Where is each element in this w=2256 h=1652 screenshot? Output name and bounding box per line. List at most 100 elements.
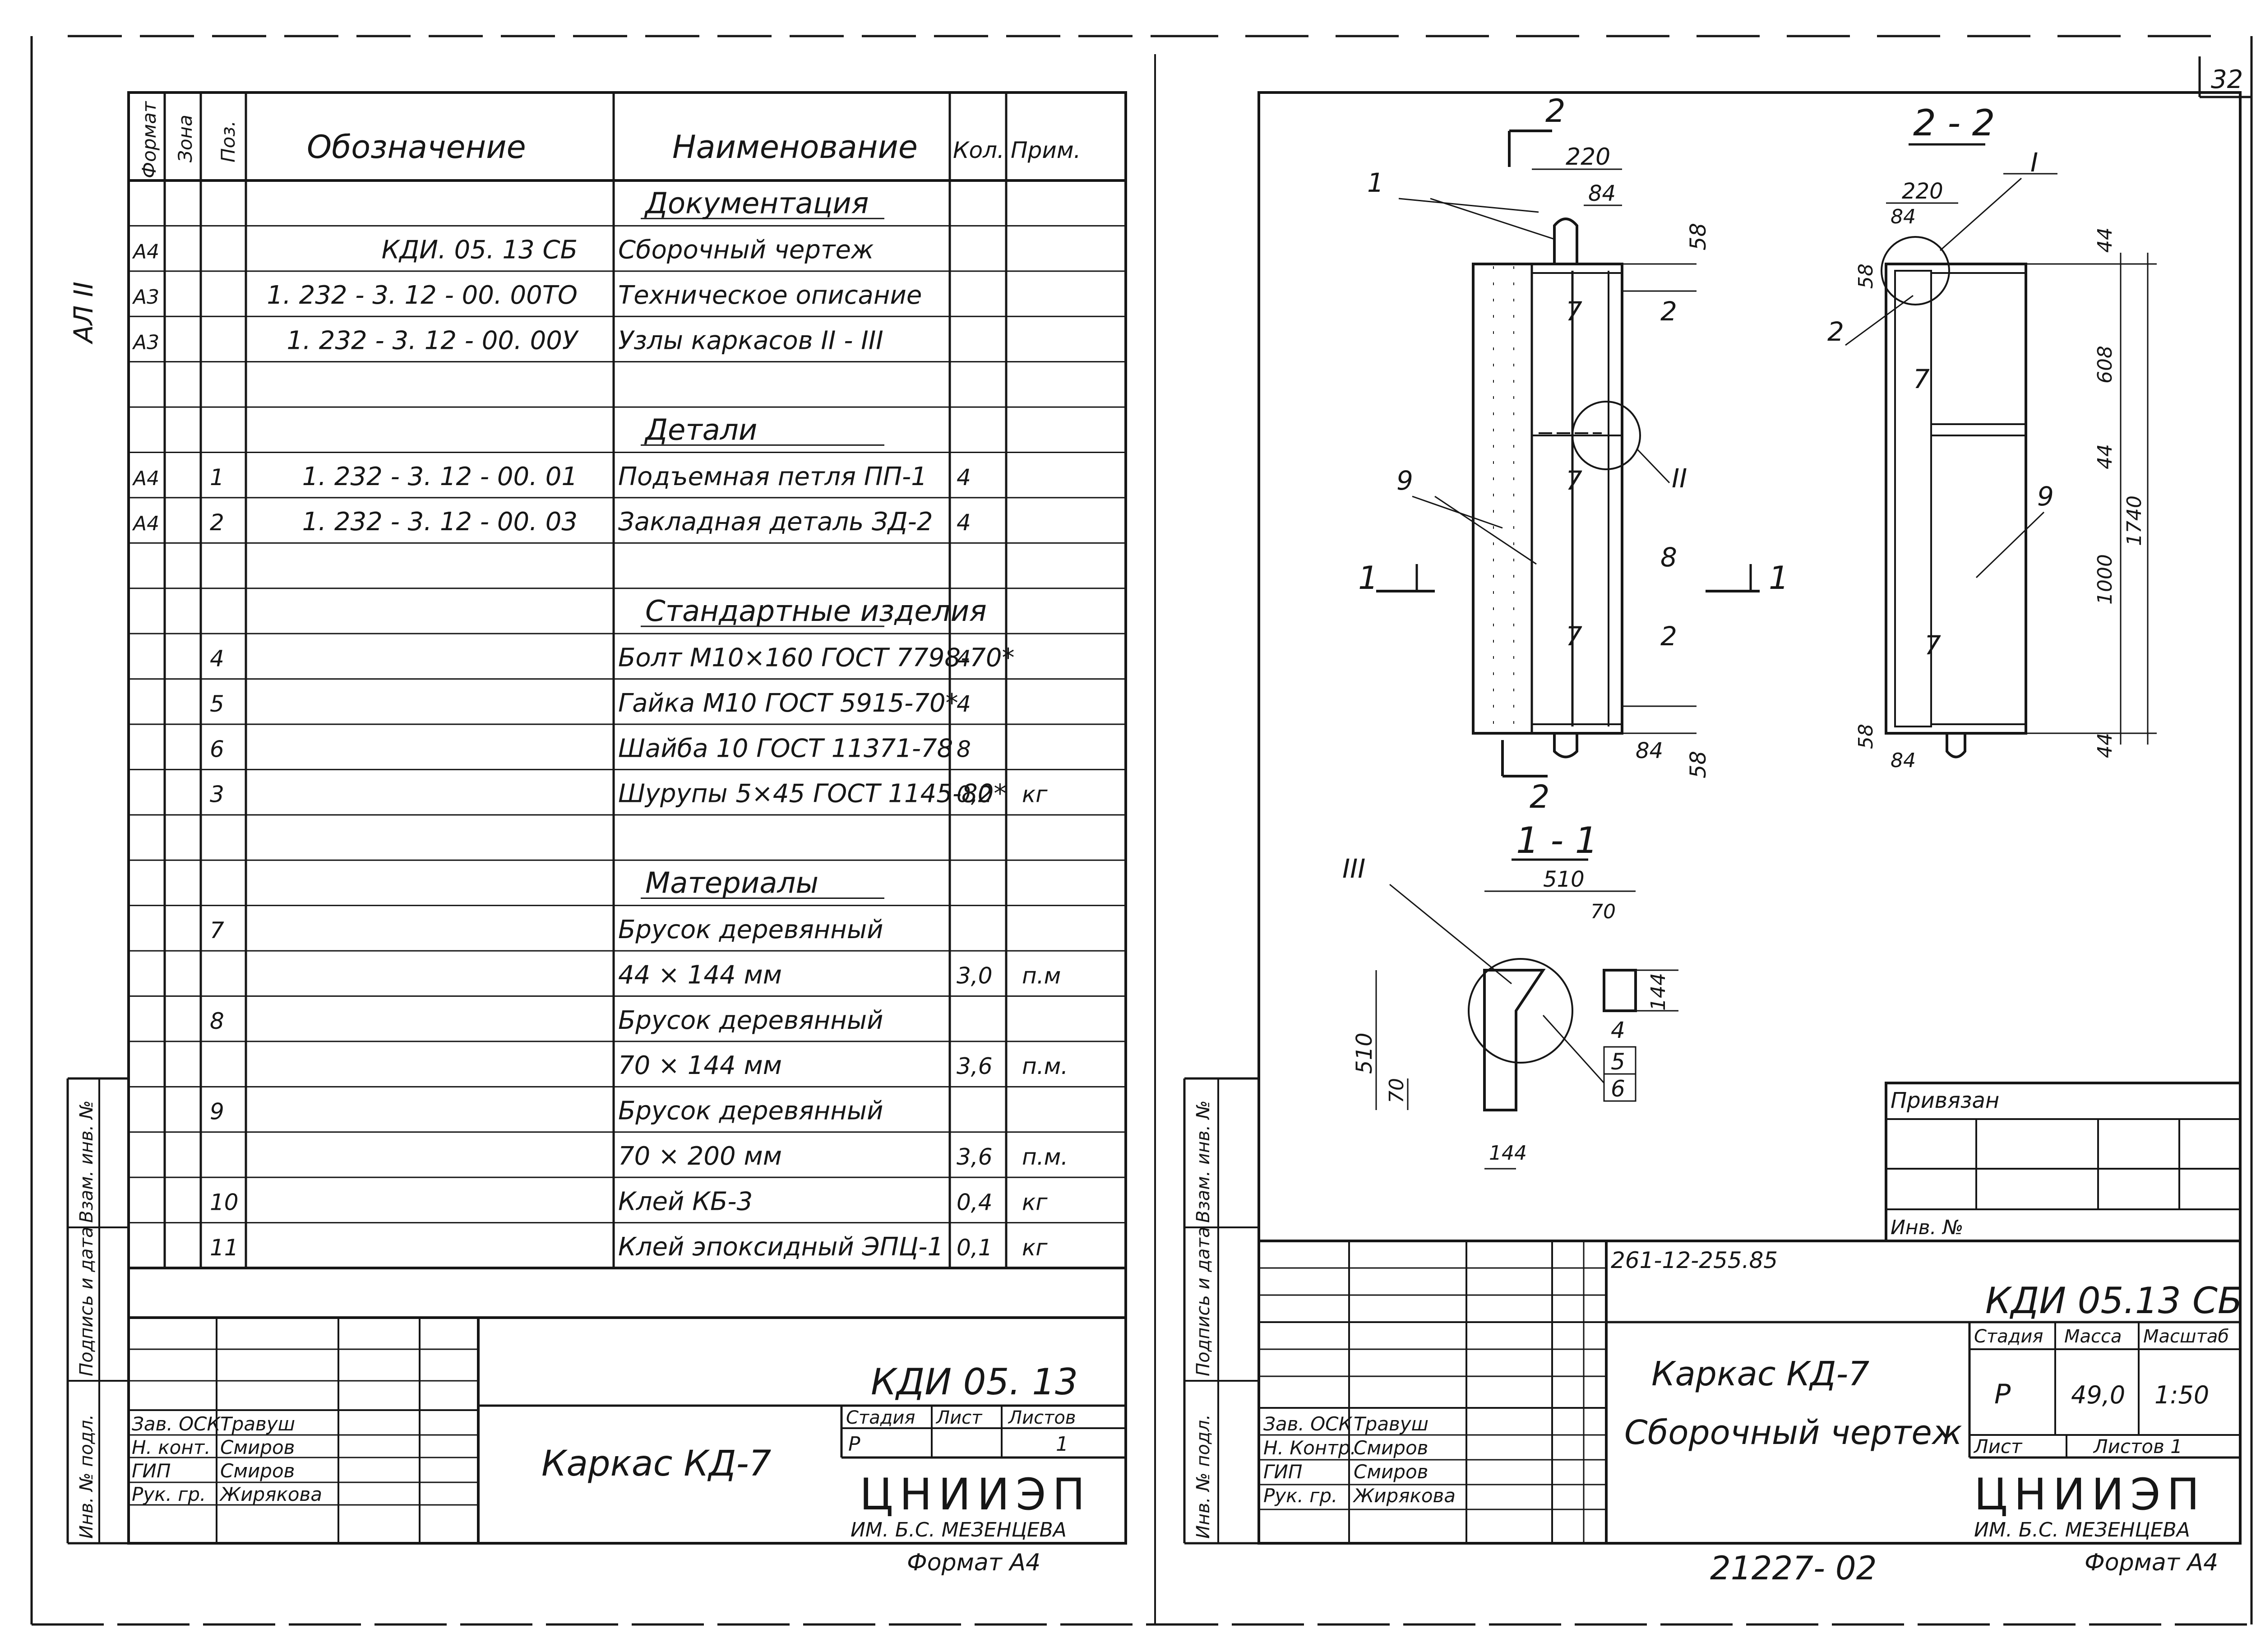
col-note-header: Прим. bbox=[1011, 137, 1081, 163]
cell-name: Материалы bbox=[645, 867, 818, 900]
staff-name: Травуш bbox=[1354, 1413, 1428, 1435]
cell-designation: 1. 232 - 3. 12 - 00. 00ТО bbox=[267, 281, 578, 310]
table-row: А4 КДИ. 05. 13 СБ Сборочный чертеж bbox=[132, 236, 874, 265]
left-side-stamp: Инв. № подл. Подпись и дата Взам. инв. № bbox=[66, 1077, 129, 1545]
sect-label-2: 2 bbox=[1827, 316, 1844, 347]
cell-position: 1 bbox=[210, 464, 224, 491]
cell-name: Стандартные изделия bbox=[645, 595, 987, 628]
staff-name: Смиров bbox=[220, 1460, 295, 1482]
inv-no-label: Инв. № bbox=[1891, 1216, 1963, 1239]
cut-1-left: 1 bbox=[1358, 560, 1378, 597]
staff-role: Зав. ОСК bbox=[1263, 1413, 1353, 1435]
staff-role: Н. конт. bbox=[132, 1436, 211, 1458]
sect-dim-84-bottom: 84 bbox=[1891, 749, 1916, 772]
node-III-label: III bbox=[1342, 853, 1365, 884]
s11-label-4: 4 bbox=[1611, 1017, 1625, 1043]
cell-note: кг bbox=[1022, 1189, 1048, 1215]
right-tb-stage: Р bbox=[1994, 1379, 2011, 1410]
col-qty-header: Кол. bbox=[953, 137, 1004, 163]
staff-row: Н. конт.Смиров bbox=[132, 1436, 295, 1458]
left-tb-sheet-h: Лист bbox=[935, 1407, 983, 1428]
section-2-2-title: 2 - 2 bbox=[1913, 102, 1995, 144]
cell-name: Шайба 10 ГОСТ 11371-78 bbox=[618, 734, 953, 763]
cell-name: Документация bbox=[644, 187, 869, 220]
cell-name: Сборочный чертеж bbox=[618, 236, 874, 265]
front-label-1: 1 bbox=[1367, 167, 1384, 198]
left-tb-org: ЦНИИЭП bbox=[860, 1469, 1091, 1520]
staff-row: Рук. гр.Жирякова bbox=[1263, 1485, 1456, 1507]
cell-qty: 4 bbox=[957, 509, 971, 536]
cell-name: 70 × 144 мм bbox=[618, 1051, 782, 1080]
section-1-1-title: 1 - 1 bbox=[1516, 819, 1598, 861]
cell-name: 44 × 144 мм bbox=[618, 960, 782, 990]
cell-name: 70 × 200 мм bbox=[618, 1142, 782, 1171]
left-side-sign-date: Подпись и дата bbox=[76, 1227, 97, 1376]
front-label-2a: 2 bbox=[1660, 296, 1677, 327]
cell-name: Брусок деревянный bbox=[618, 1097, 883, 1126]
left-side-inv-podl: Инв. № подл. bbox=[76, 1414, 97, 1539]
right-tb-org: ЦНИИЭП bbox=[1974, 1469, 2206, 1520]
staff-role: ГИП bbox=[1263, 1461, 1302, 1483]
binding-stamp: Привязан Инв. № bbox=[1885, 1082, 2242, 1242]
staff-name: Жирякова bbox=[1352, 1485, 1456, 1507]
s11-dim-510-top: 510 bbox=[1543, 867, 1585, 892]
right-tb-format: Формат А4 bbox=[2085, 1549, 2218, 1576]
s11-dim-144-right: 144 bbox=[1647, 973, 1670, 1011]
node-I-label: I bbox=[2030, 147, 2038, 178]
cell-position: 8 bbox=[210, 1008, 224, 1034]
cell-format: А4 bbox=[132, 241, 159, 264]
front-label-9: 9 bbox=[1396, 465, 1413, 496]
cell-qty: 3,6 bbox=[957, 1053, 993, 1079]
right-title-block: 261-12-255.85 КДИ 05.13 СБ Каркас КД-7 С… bbox=[1259, 1240, 2242, 1587]
table-row: 9 Брусок деревянный bbox=[210, 1097, 883, 1126]
left-tb-stage: Р bbox=[848, 1433, 860, 1456]
table-row: Детали bbox=[641, 413, 884, 447]
table-row: Материалы bbox=[641, 867, 884, 900]
front-label-7a: 7 bbox=[1566, 296, 1582, 327]
cell-qty: 8 bbox=[957, 736, 971, 762]
table-row: Документация bbox=[641, 187, 884, 220]
sect-dim-58-top: 58 bbox=[1854, 264, 1877, 289]
cell-position: 6 bbox=[210, 736, 224, 762]
table-row: Стандартные изделия bbox=[641, 595, 987, 628]
cell-format: А4 bbox=[132, 512, 159, 535]
cell-name: Клей КБ-3 bbox=[618, 1187, 753, 1216]
front-dim-58-top: 58 bbox=[1686, 223, 1711, 250]
cut-2-bottom: 2 bbox=[1530, 778, 1550, 815]
table-row: 8 Брусок деревянный bbox=[210, 1006, 883, 1035]
s11-label-6: 6 bbox=[1611, 1076, 1625, 1102]
cell-name: Брусок деревянный bbox=[618, 1006, 883, 1035]
sect-label-9: 9 bbox=[2037, 481, 2054, 512]
cell-position: 9 bbox=[210, 1099, 224, 1125]
sect-label-7a: 7 bbox=[1913, 364, 1930, 394]
right-tb-code: КДИ 05.13 СБ bbox=[1985, 1280, 2242, 1322]
cell-name: Брусок деревянный bbox=[618, 915, 883, 944]
s11-dim-144-bottom: 144 bbox=[1489, 1142, 1527, 1165]
cell-designation: КДИ. 05. 13 СБ bbox=[382, 236, 578, 265]
front-view: II 2 2 1 1 220 84 58 58 84 bbox=[1358, 93, 1789, 815]
cell-name: Гайка М10 ГОСТ 5915-70* bbox=[618, 689, 958, 718]
section-2-2: 2 - 2 I 2 7 7 9 220 84 58 58 84 bbox=[1827, 102, 2157, 772]
col-name-header: Наименование bbox=[672, 129, 918, 166]
cell-qty: 0,4 bbox=[957, 1189, 993, 1215]
front-label-7c: 7 bbox=[1566, 621, 1582, 652]
cell-name: Узлы каркасов II - III bbox=[618, 326, 883, 356]
cell-note: кг bbox=[1022, 1235, 1048, 1261]
cell-note: п.м bbox=[1022, 963, 1061, 989]
col-pos-header: Поз. bbox=[217, 120, 239, 162]
front-label-7b: 7 bbox=[1566, 465, 1582, 496]
left-tb-title: Каркас КД-7 bbox=[541, 1444, 771, 1484]
staff-role: Зав. ОСК bbox=[132, 1413, 222, 1435]
right-sheet: 32 II 2 2 1 bbox=[1146, 35, 2253, 1626]
cut-2-top: 2 bbox=[1545, 93, 1566, 130]
left-tb-format: Формат А4 bbox=[907, 1549, 1040, 1576]
staff-row: Рук. гр.Жирякова bbox=[132, 1483, 322, 1505]
